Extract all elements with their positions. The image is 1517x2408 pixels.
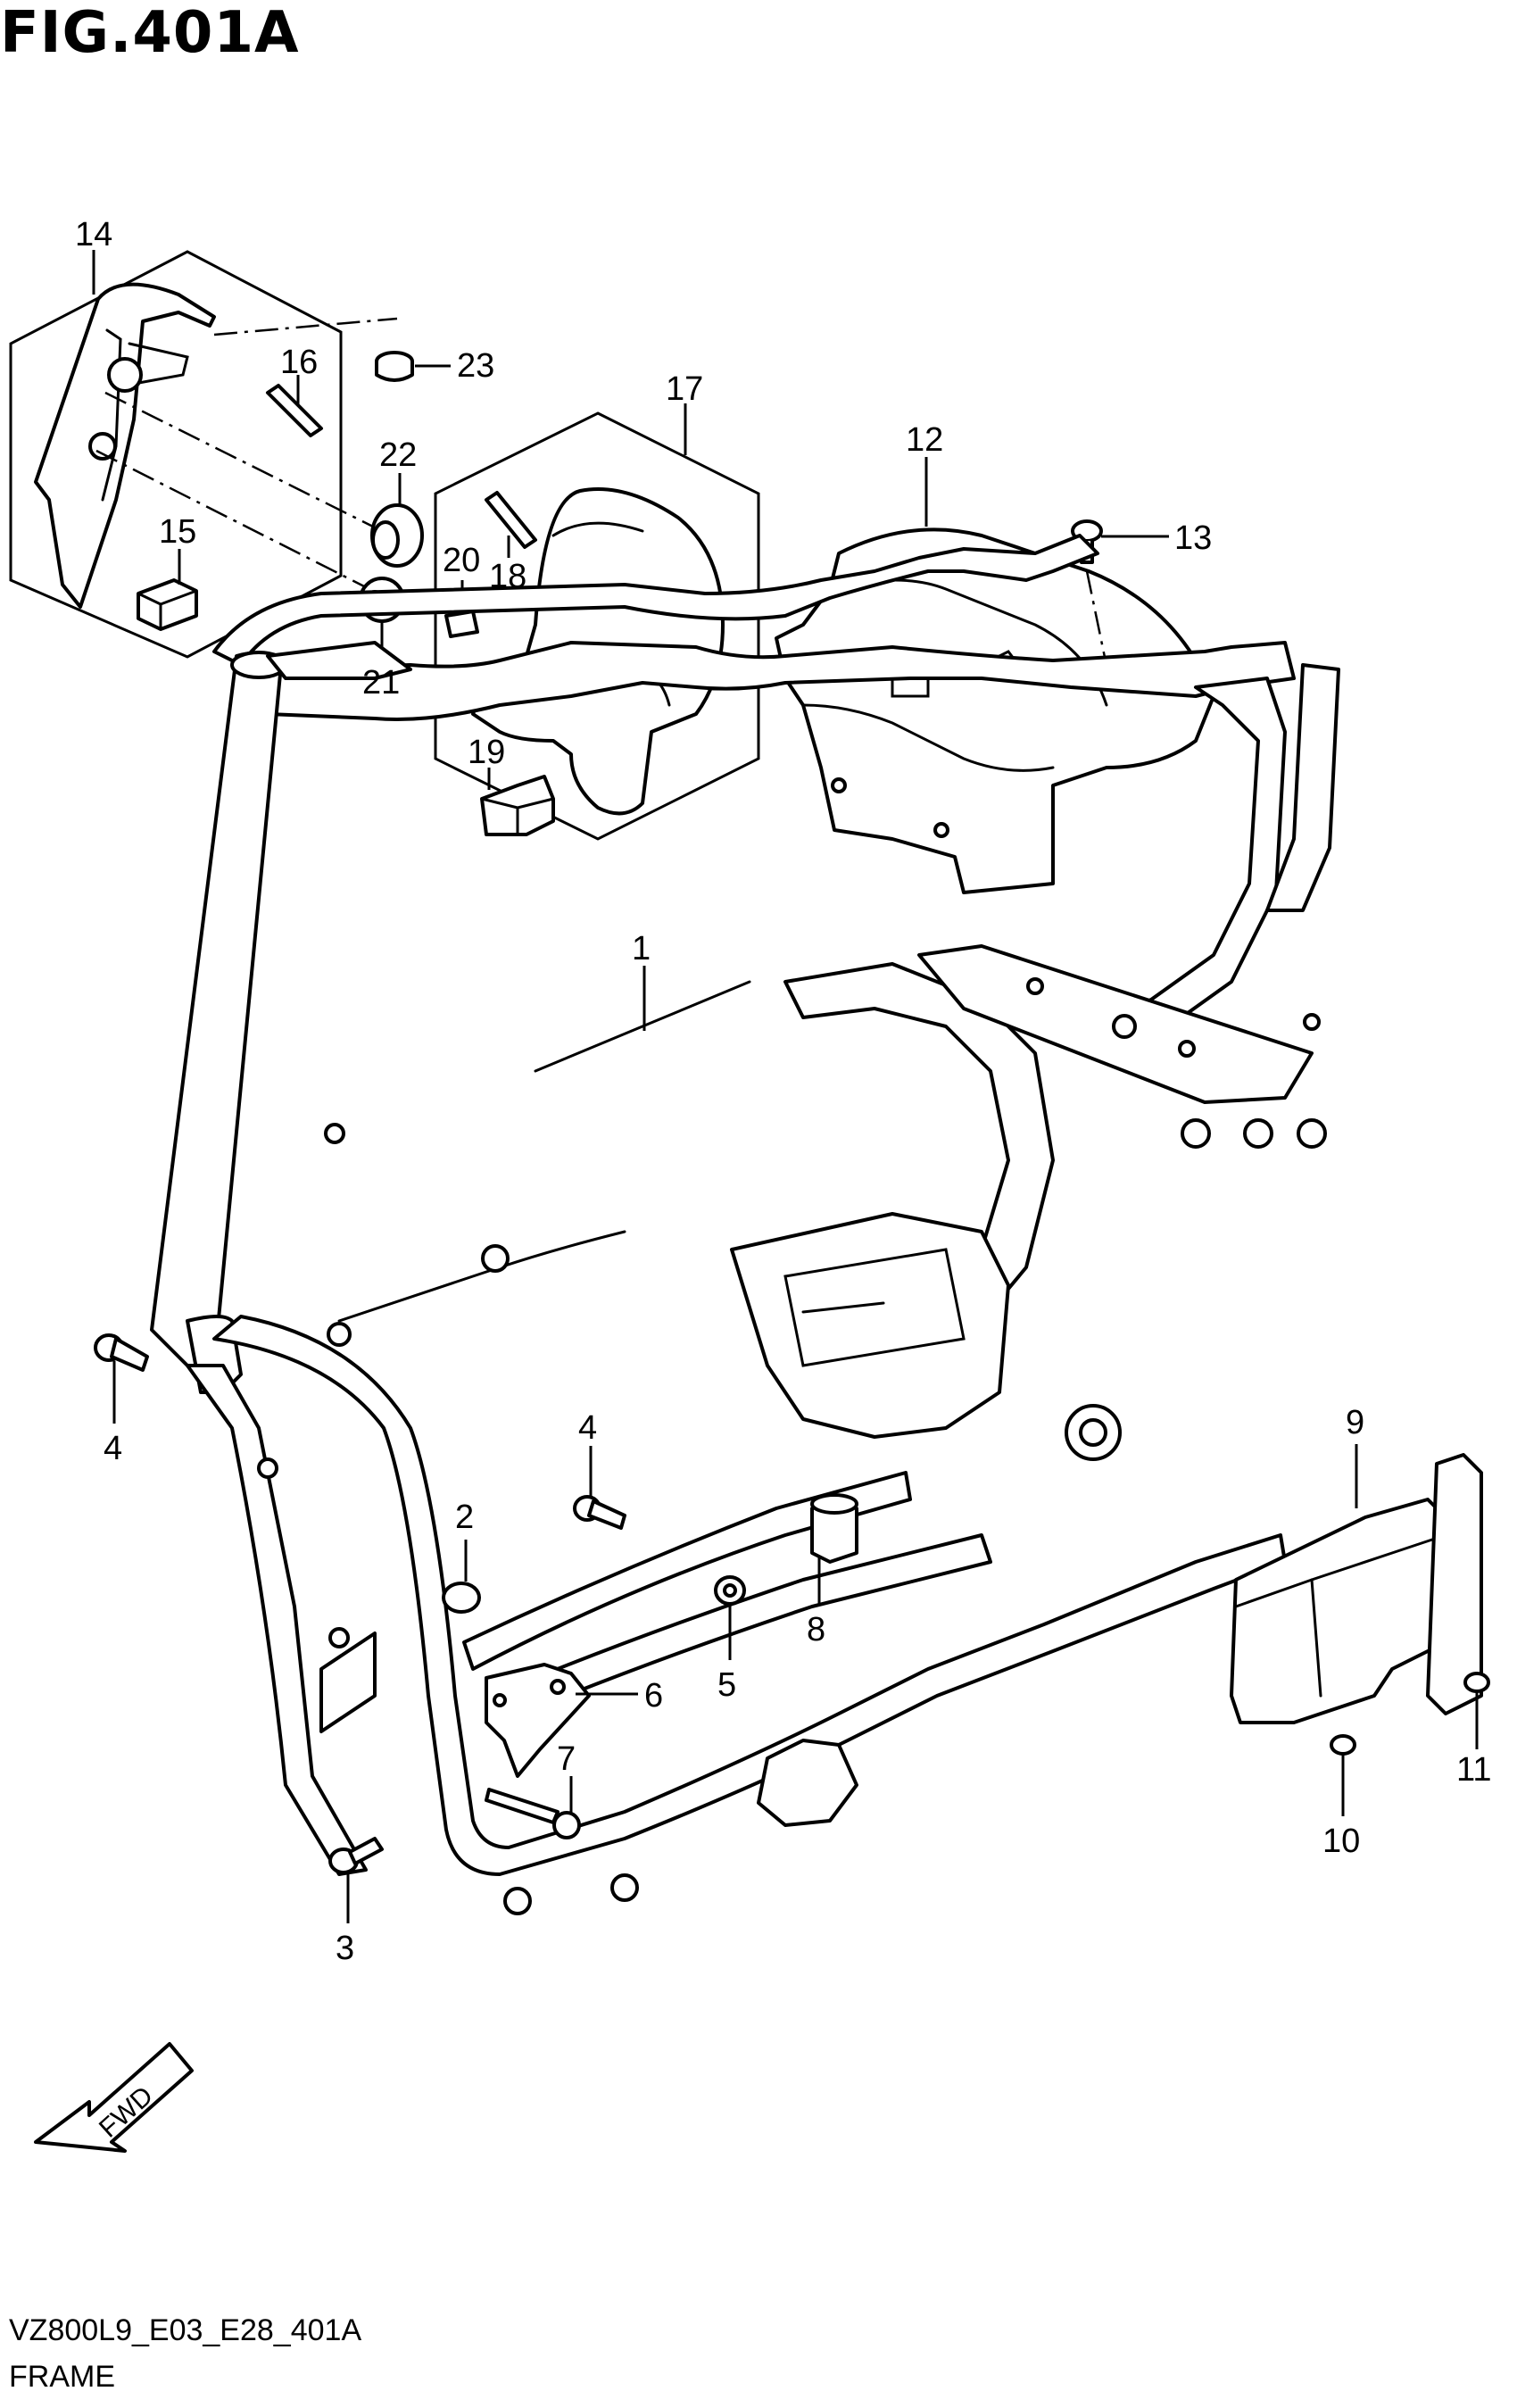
bolt-7 — [485, 1776, 581, 1839]
fwd-arrow-icon: FWD — [34, 2042, 194, 2153]
callout-15: 15 — [159, 513, 196, 551]
callout-9: 9 — [1346, 1404, 1364, 1441]
cover-kit-box-14 — [9, 250, 343, 659]
nut-5 — [714, 1575, 746, 1660]
callout-21: 21 — [362, 664, 400, 702]
frame-1 — [150, 534, 1340, 1915]
bolt-10 — [1330, 1734, 1356, 1816]
block-19 — [480, 768, 555, 836]
callout-10: 10 — [1322, 1823, 1360, 1860]
bolt-4-center — [573, 1446, 626, 1530]
callout-23: 23 — [457, 347, 494, 385]
callout-6: 6 — [644, 1677, 663, 1715]
tape-18 — [485, 491, 537, 558]
callout-16: 16 — [280, 344, 318, 381]
bolt-11 — [1463, 1672, 1490, 1749]
callout-3: 3 — [336, 1930, 354, 1967]
callout-20: 20 — [443, 542, 480, 579]
plate-6 — [485, 1663, 638, 1778]
grommet-23 — [375, 351, 451, 382]
section-name: FRAME — [9, 2360, 115, 2394]
callout-19: 19 — [468, 734, 505, 771]
bolt-3 — [328, 1837, 384, 1923]
callout-4-left: 4 — [104, 1430, 122, 1467]
callout-4-center: 4 — [578, 1409, 597, 1447]
callout-14: 14 — [75, 216, 112, 253]
cap-2 — [442, 1540, 481, 1614]
grommet-22 — [370, 473, 424, 568]
callout-17: 17 — [666, 370, 703, 408]
dash-lines-14 — [95, 317, 398, 593]
collar-8 — [810, 1493, 858, 1604]
figure-title: FIG.401A — [0, 0, 300, 66]
diagram-code: VZ800L9_E03_E28_401A — [9, 2313, 362, 2347]
side-cover-14 — [34, 282, 216, 609]
callout-5: 5 — [717, 1666, 736, 1704]
callout-7: 7 — [557, 1740, 576, 1778]
callout-22: 22 — [379, 436, 417, 474]
callout-18: 18 — [489, 558, 526, 595]
bolt-4-left — [94, 1333, 149, 1424]
pad-15 — [137, 549, 198, 631]
seat-kit-box-17 — [434, 403, 760, 841]
callout-2: 2 — [455, 1499, 474, 1536]
callout-11: 11 — [1456, 1751, 1491, 1789]
tape-16 — [266, 375, 323, 437]
callout-13: 13 — [1174, 519, 1212, 557]
callout-1: 1 — [632, 930, 651, 967]
callout-labels: 1 2 3 4 4 5 6 7 8 9 10 11 12 13 14 15 16… — [75, 216, 1491, 1967]
callout-8: 8 — [807, 1611, 825, 1648]
callout-12: 12 — [906, 421, 943, 459]
cover-9 — [1230, 1444, 1483, 1724]
